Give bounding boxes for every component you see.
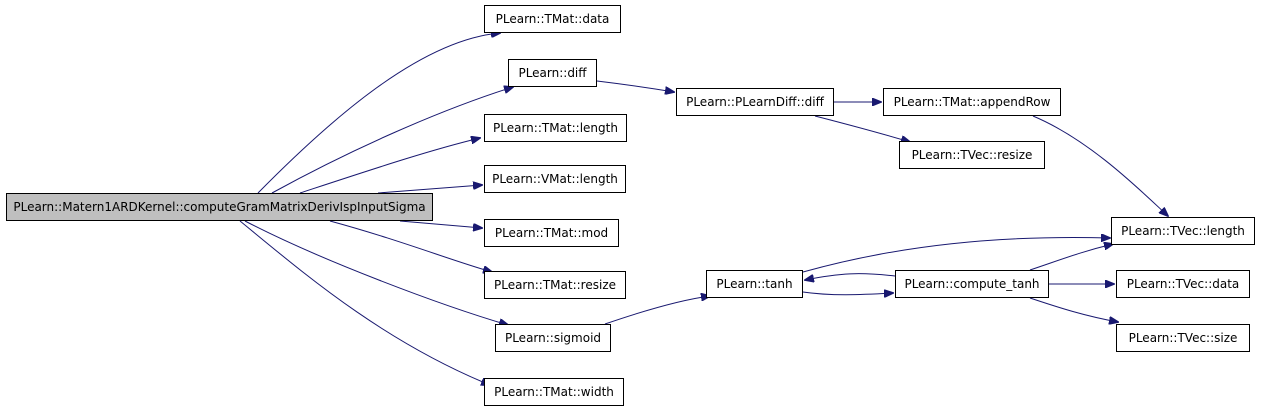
- edge-root-to-tmat_length: [299, 138, 480, 194]
- node-tmat-length[interactable]: PLearn::TMat::length: [484, 114, 627, 142]
- edge-plearndiff_diff-to-tvec_resize: [814, 115, 910, 142]
- edge-root-to-vmat_length: [377, 185, 482, 194]
- node-label: PLearn::TMat::appendRow: [893, 95, 1051, 109]
- node-label: PLearn::VMat::length: [492, 172, 618, 186]
- node-tmat-mod[interactable]: PLearn::TMat::mod: [484, 219, 619, 247]
- node-label: PLearn::PLearnDiff::diff: [686, 95, 824, 109]
- node-label: PLearn::TMat::resize: [493, 278, 616, 292]
- node-label: PLearn::TMat::mod: [494, 226, 609, 240]
- node-label: PLearn::TVec::length: [1121, 224, 1245, 238]
- edge-root-to-tmat_data: [257, 33, 500, 194]
- edge-root-to-sigmoid: [244, 220, 508, 325]
- node-tmat-resize[interactable]: PLearn::TMat::resize: [484, 271, 626, 299]
- edge-root-to-diff: [271, 87, 513, 194]
- edge-compute_tanh-to-tvec_length: [1029, 244, 1113, 271]
- node-label: PLearn::Matern1ARDKernel::computeGramMat…: [13, 200, 426, 214]
- node-tmat-appendrow[interactable]: PLearn::TMat::appendRow: [883, 88, 1061, 116]
- node-label: PLearn::sigmoid: [504, 331, 602, 345]
- node-label: PLearn::TVec::size: [1128, 331, 1238, 345]
- node-tvec-length[interactable]: PLearn::TVec::length: [1111, 217, 1255, 245]
- node-label: PLearn::TMat::data: [495, 12, 610, 26]
- node-label: PLearn::diff: [518, 66, 587, 80]
- edge-root-to-tmat_resize: [329, 220, 492, 272]
- edge-root-to-tmat_width: [239, 220, 490, 385]
- node-tvec-size[interactable]: PLearn::TVec::size: [1116, 324, 1250, 352]
- edge-compute_tanh-to-tvec_size: [1029, 297, 1118, 322]
- node-label: PLearn::TMat::width: [494, 385, 614, 399]
- node-tvec-data[interactable]: PLearn::TVec::data: [1116, 270, 1250, 298]
- node-root-function: PLearn::Matern1ARDKernel::computeGramMat…: [6, 193, 433, 221]
- edge-tanh-to-tvec_length: [802, 237, 1110, 273]
- edge-diff-to-plearndiff_diff: [596, 80, 674, 92]
- node-sigmoid[interactable]: PLearn::sigmoid: [495, 324, 611, 352]
- node-tmat-width[interactable]: PLearn::TMat::width: [484, 378, 624, 406]
- edge-compute_tanh-to-tanh: [805, 273, 896, 280]
- node-plearndiff-diff[interactable]: PLearn::PLearnDiff::diff: [676, 88, 834, 116]
- edge-root-to-tmat_mod: [399, 220, 482, 228]
- node-tvec-resize[interactable]: PLearn::TVec::resize: [899, 141, 1045, 169]
- node-vmat-length[interactable]: PLearn::VMat::length: [484, 165, 626, 193]
- node-tanh[interactable]: PLearn::tanh: [706, 270, 803, 298]
- node-label: PLearn::tanh: [716, 277, 793, 291]
- node-tmat-data[interactable]: PLearn::TMat::data: [484, 5, 621, 33]
- edge-tmat_appendrow-to-tvec_length: [1032, 115, 1168, 216]
- node-label: PLearn::compute_tanh: [904, 277, 1040, 291]
- edge-sigmoid-to-tanh: [604, 296, 710, 325]
- node-label: PLearn::TMat::length: [493, 121, 618, 135]
- node-diff[interactable]: PLearn::diff: [508, 59, 597, 87]
- edge-tanh-to-compute_tanh: [802, 292, 893, 295]
- node-label: PLearn::TVec::resize: [911, 148, 1033, 162]
- node-label: PLearn::TVec::data: [1126, 277, 1240, 291]
- node-compute-tanh[interactable]: PLearn::compute_tanh: [895, 270, 1049, 298]
